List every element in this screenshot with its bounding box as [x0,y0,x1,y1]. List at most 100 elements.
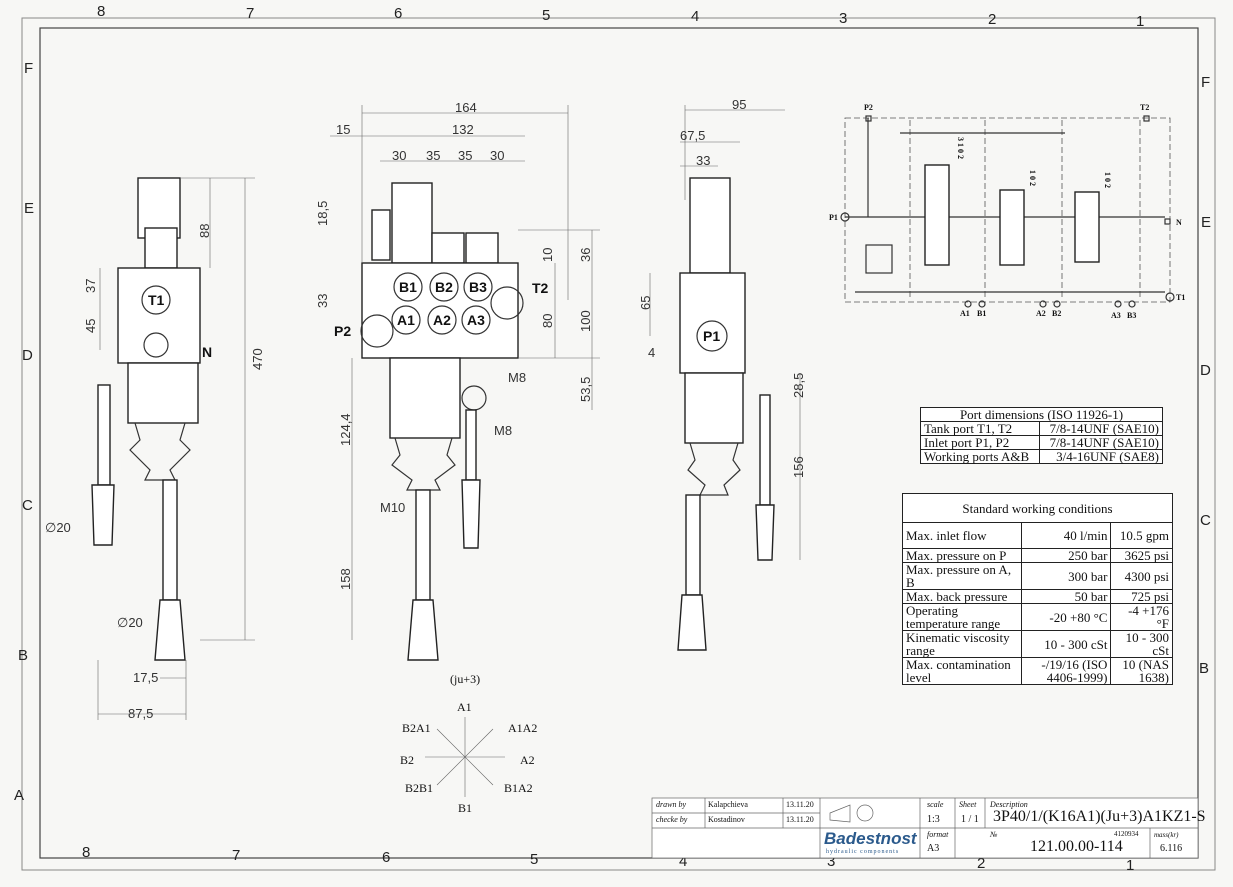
port-label: T2 [532,280,549,296]
dimension: 87,5 [128,706,153,721]
zone-right: E [1201,214,1211,231]
zone-top: 5 [542,7,550,24]
port-name: Tank port T1, T2 [920,421,1040,436]
metric-value: 50 bar [1020,589,1112,604]
outer-border [21,17,1216,871]
condition-name: Operating temperature range [902,603,1022,631]
dimension: 80 [540,314,555,328]
port-label: A1 [397,312,415,328]
inner-border [39,27,1199,859]
metric-value: 40 l/min [1020,522,1112,549]
port-label: T1 [1176,293,1185,302]
zone-top: 6 [394,5,402,22]
zone-bottom: 4 [679,853,687,870]
front-view: 164 15 132 30 35 35 30 18,5 33 10 36 80 … [315,100,600,661]
dimension: 53,5 [578,377,593,402]
dimension: 164 [455,100,477,115]
zone-top: 1 [1136,13,1144,30]
zone-top: 2 [988,11,996,28]
metric-value: -20 +80 °C [1020,603,1112,631]
dimension: 4 [648,345,655,360]
zone-markers-left: F E D C B A [14,60,34,804]
zone-right: D [1200,362,1211,379]
zone-left: B [18,647,28,664]
imperial-value: 4300 psi [1110,562,1173,590]
port-label: B3 [469,279,487,295]
drawn-date: 13.11.20 [786,800,814,809]
format-label: format [927,830,949,839]
dimension: 10 [540,248,555,262]
zone-bottom: 3 [827,853,835,870]
zone-top: 3 [839,10,847,27]
port-label: T2 [1140,103,1149,112]
zone-bottom: 2 [977,855,985,872]
port-dimensions-table: Port dimensions (ISO 11926-1) Tank port … [920,407,1164,464]
dimension: 35 [458,148,472,163]
dimension: 470 [250,348,265,370]
company-logo: Badestnost [824,829,917,848]
zone-bottom: 5 [530,851,538,868]
dimension: 124,4 [338,413,353,446]
zone-left: A [14,787,24,804]
title-block-frame [651,797,1199,859]
port-label: A3 [467,312,485,328]
port-label: A1 [960,309,970,318]
dimension: M8 [508,370,526,385]
port-label: P2 [334,323,351,339]
port-value: 7/8-14UNF (SAE10) [1038,421,1164,436]
description: 3P40/1/(K16A1)(Ju+3)A1KZ1-S [993,808,1206,825]
direction-label: A1 [457,700,472,714]
metric-value: 10 - 300 cSt [1020,630,1112,658]
sheet-value: 1 / 1 [961,814,979,825]
zone-bottom: 8 [82,844,90,861]
zone-top: 4 [691,8,699,25]
company-subtitle: hydraulic components [826,849,900,855]
imperial-value: 725 psi [1110,589,1173,604]
working-conditions-table: Standard working conditions Max. inlet f… [902,493,1173,685]
port-label: P2 [864,103,873,112]
imperial-value: 10 - 300 cSt [1110,630,1173,658]
direction-label: B2B1 [405,781,433,795]
dimension: 17,5 [133,670,158,685]
checked-by-label: checke by [656,815,688,824]
zone-left: C [22,497,33,514]
side-view: 88 37 45 470 ∅20 ∅20 17,5 87,5 T1 N [45,177,265,721]
zone-markers-right: F E D C B [1199,74,1211,677]
spool-positions: 1 0 2 [1103,172,1112,188]
mass-label: mass(kr) [1154,831,1179,839]
condition-name: Max. contamination level [902,657,1022,685]
pattern-title: (ju+3) [450,672,480,686]
imperial-value: 10.5 gpm [1110,522,1173,549]
dimension: 30 [490,148,504,163]
zone-bottom: 7 [232,847,240,864]
metric-value: 250 bar [1020,548,1112,563]
port-circles [360,272,524,348]
zone-markers-top: 8 7 6 5 4 3 2 1 [97,3,1144,30]
imperial-value: 3625 psi [1110,548,1173,563]
checked-by: Kostadinov [708,815,745,824]
dimension: 18,5 [315,201,330,226]
port-label: B2 [435,279,453,295]
sheet-label: Sheet [959,800,977,809]
dimension: 28,5 [791,373,806,398]
port-label: A2 [1036,309,1046,318]
mass-value: 6.116 [1160,843,1183,854]
direction-label: B1 [458,801,472,815]
dimension: 36 [578,248,593,262]
port-name: Inlet port P1, P2 [920,435,1040,450]
dimension: 15 [336,122,350,137]
metric-value: -/19/16 (ISO 4406-1999) [1020,657,1112,685]
dimension: 37 [83,279,98,293]
table-row: Operating temperature range-20 +80 °C-4 … [902,603,1173,631]
dimension: 100 [578,310,593,332]
number-label: № [990,830,998,839]
end-view: 95 67,5 33 65 4 28,5 156 P1 [638,97,806,651]
table-row: Max. contamination level-/19/16 (ISO 440… [902,657,1173,685]
scale-value: 1:3 [927,814,940,825]
